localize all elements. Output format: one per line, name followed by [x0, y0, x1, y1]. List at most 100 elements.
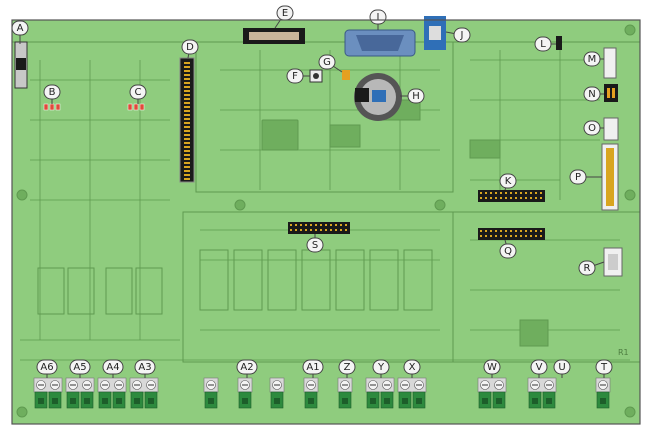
header-pin	[345, 229, 347, 231]
header-pin	[315, 224, 317, 226]
header-pin	[184, 154, 190, 156]
terminal-block	[527, 377, 557, 409]
callout-text-x: X	[409, 362, 416, 373]
callout-j: J	[453, 27, 471, 43]
led	[49, 103, 55, 111]
mounting-hole	[624, 24, 636, 36]
callout-bubble	[553, 359, 571, 375]
header-pin	[305, 229, 307, 231]
header-pin	[184, 178, 190, 180]
callout-bubble	[453, 27, 471, 43]
header-pin	[310, 224, 312, 226]
header-pin	[184, 166, 190, 168]
pcb-traces	[20, 50, 630, 361]
header-pin	[535, 235, 537, 237]
header-pin	[184, 118, 190, 120]
wire-entry	[274, 398, 280, 404]
terminal-block	[129, 377, 159, 409]
header-pin	[184, 66, 190, 68]
usb-j-port	[429, 26, 441, 40]
battery-h-label	[372, 90, 386, 102]
wire-entry	[532, 398, 538, 404]
header-pin	[505, 192, 507, 194]
header-pin	[540, 192, 542, 194]
callout-text-a5: A5	[73, 362, 86, 373]
callout-h: H	[407, 88, 425, 104]
callout-a5: A5	[69, 359, 91, 375]
callout-text-z: Z	[344, 362, 351, 373]
header-pin	[295, 229, 297, 231]
callout-text-a4: A4	[106, 362, 119, 373]
callout-k: K	[499, 173, 517, 189]
wire-entry	[546, 398, 552, 404]
terminal-block	[303, 377, 319, 409]
callout-u: U	[553, 359, 571, 375]
wire-entry	[242, 398, 248, 404]
callout-bubble	[134, 359, 156, 375]
header-pin	[290, 229, 292, 231]
mounting-hole	[16, 406, 28, 418]
callout-bubble	[583, 86, 601, 102]
wire-entry	[38, 398, 44, 404]
header-pin	[315, 229, 317, 231]
header-body	[478, 228, 545, 240]
connector-m	[603, 47, 617, 79]
header-pin	[310, 229, 312, 231]
jumper-g-body	[342, 70, 350, 80]
header-pin	[515, 235, 517, 237]
callout-bubble	[499, 243, 517, 259]
callout-z: Z	[338, 359, 356, 375]
mounting-hole	[234, 199, 246, 211]
relay	[233, 249, 263, 311]
callout-text-q: Q	[504, 246, 512, 257]
header-pin	[345, 224, 347, 226]
terminal-block	[33, 377, 63, 409]
header-pin	[325, 224, 327, 226]
header-pin	[540, 197, 542, 199]
callout-bubble	[36, 359, 58, 375]
header-pin	[530, 192, 532, 194]
callout-bubble	[403, 359, 421, 375]
terminal-block	[595, 377, 611, 409]
wire-entry	[402, 398, 408, 404]
header-pin	[184, 158, 190, 160]
callout-text-h: H	[412, 91, 420, 102]
header-pin	[495, 197, 497, 199]
header-pin	[485, 235, 487, 237]
wire-entry	[600, 398, 606, 404]
connector-m-body	[603, 47, 617, 79]
header-pin	[184, 86, 190, 88]
callout-n: N	[583, 86, 601, 102]
relay	[105, 267, 133, 315]
header-pin	[505, 197, 507, 199]
connector-p	[601, 143, 619, 211]
header-pin	[525, 235, 527, 237]
header-pin	[495, 230, 497, 232]
callout-a3: A3	[134, 359, 156, 375]
wire-entry	[496, 398, 502, 404]
cpu-section	[195, 41, 454, 193]
header-pin	[300, 229, 302, 231]
header-pin	[510, 230, 512, 232]
ic-chip	[329, 124, 361, 148]
callout-text-a2: A2	[240, 362, 253, 373]
header-pin	[510, 235, 512, 237]
header-pin	[480, 197, 482, 199]
header-pin	[184, 106, 190, 108]
callout-w: W	[483, 359, 501, 375]
wire-entry	[70, 398, 76, 404]
connector-a	[14, 41, 28, 89]
callout-text-f: F	[292, 71, 298, 82]
header-pin	[184, 170, 190, 172]
callout-text-e: E	[282, 8, 288, 19]
header-pin	[505, 230, 507, 232]
header-pin	[184, 78, 190, 80]
callout-l: L	[534, 36, 552, 52]
terminal-block	[65, 377, 95, 409]
header-pin	[184, 138, 190, 140]
header-pin	[184, 98, 190, 100]
header-pin	[490, 235, 492, 237]
mounting-hole	[16, 189, 28, 201]
callout-c: C	[129, 84, 147, 100]
